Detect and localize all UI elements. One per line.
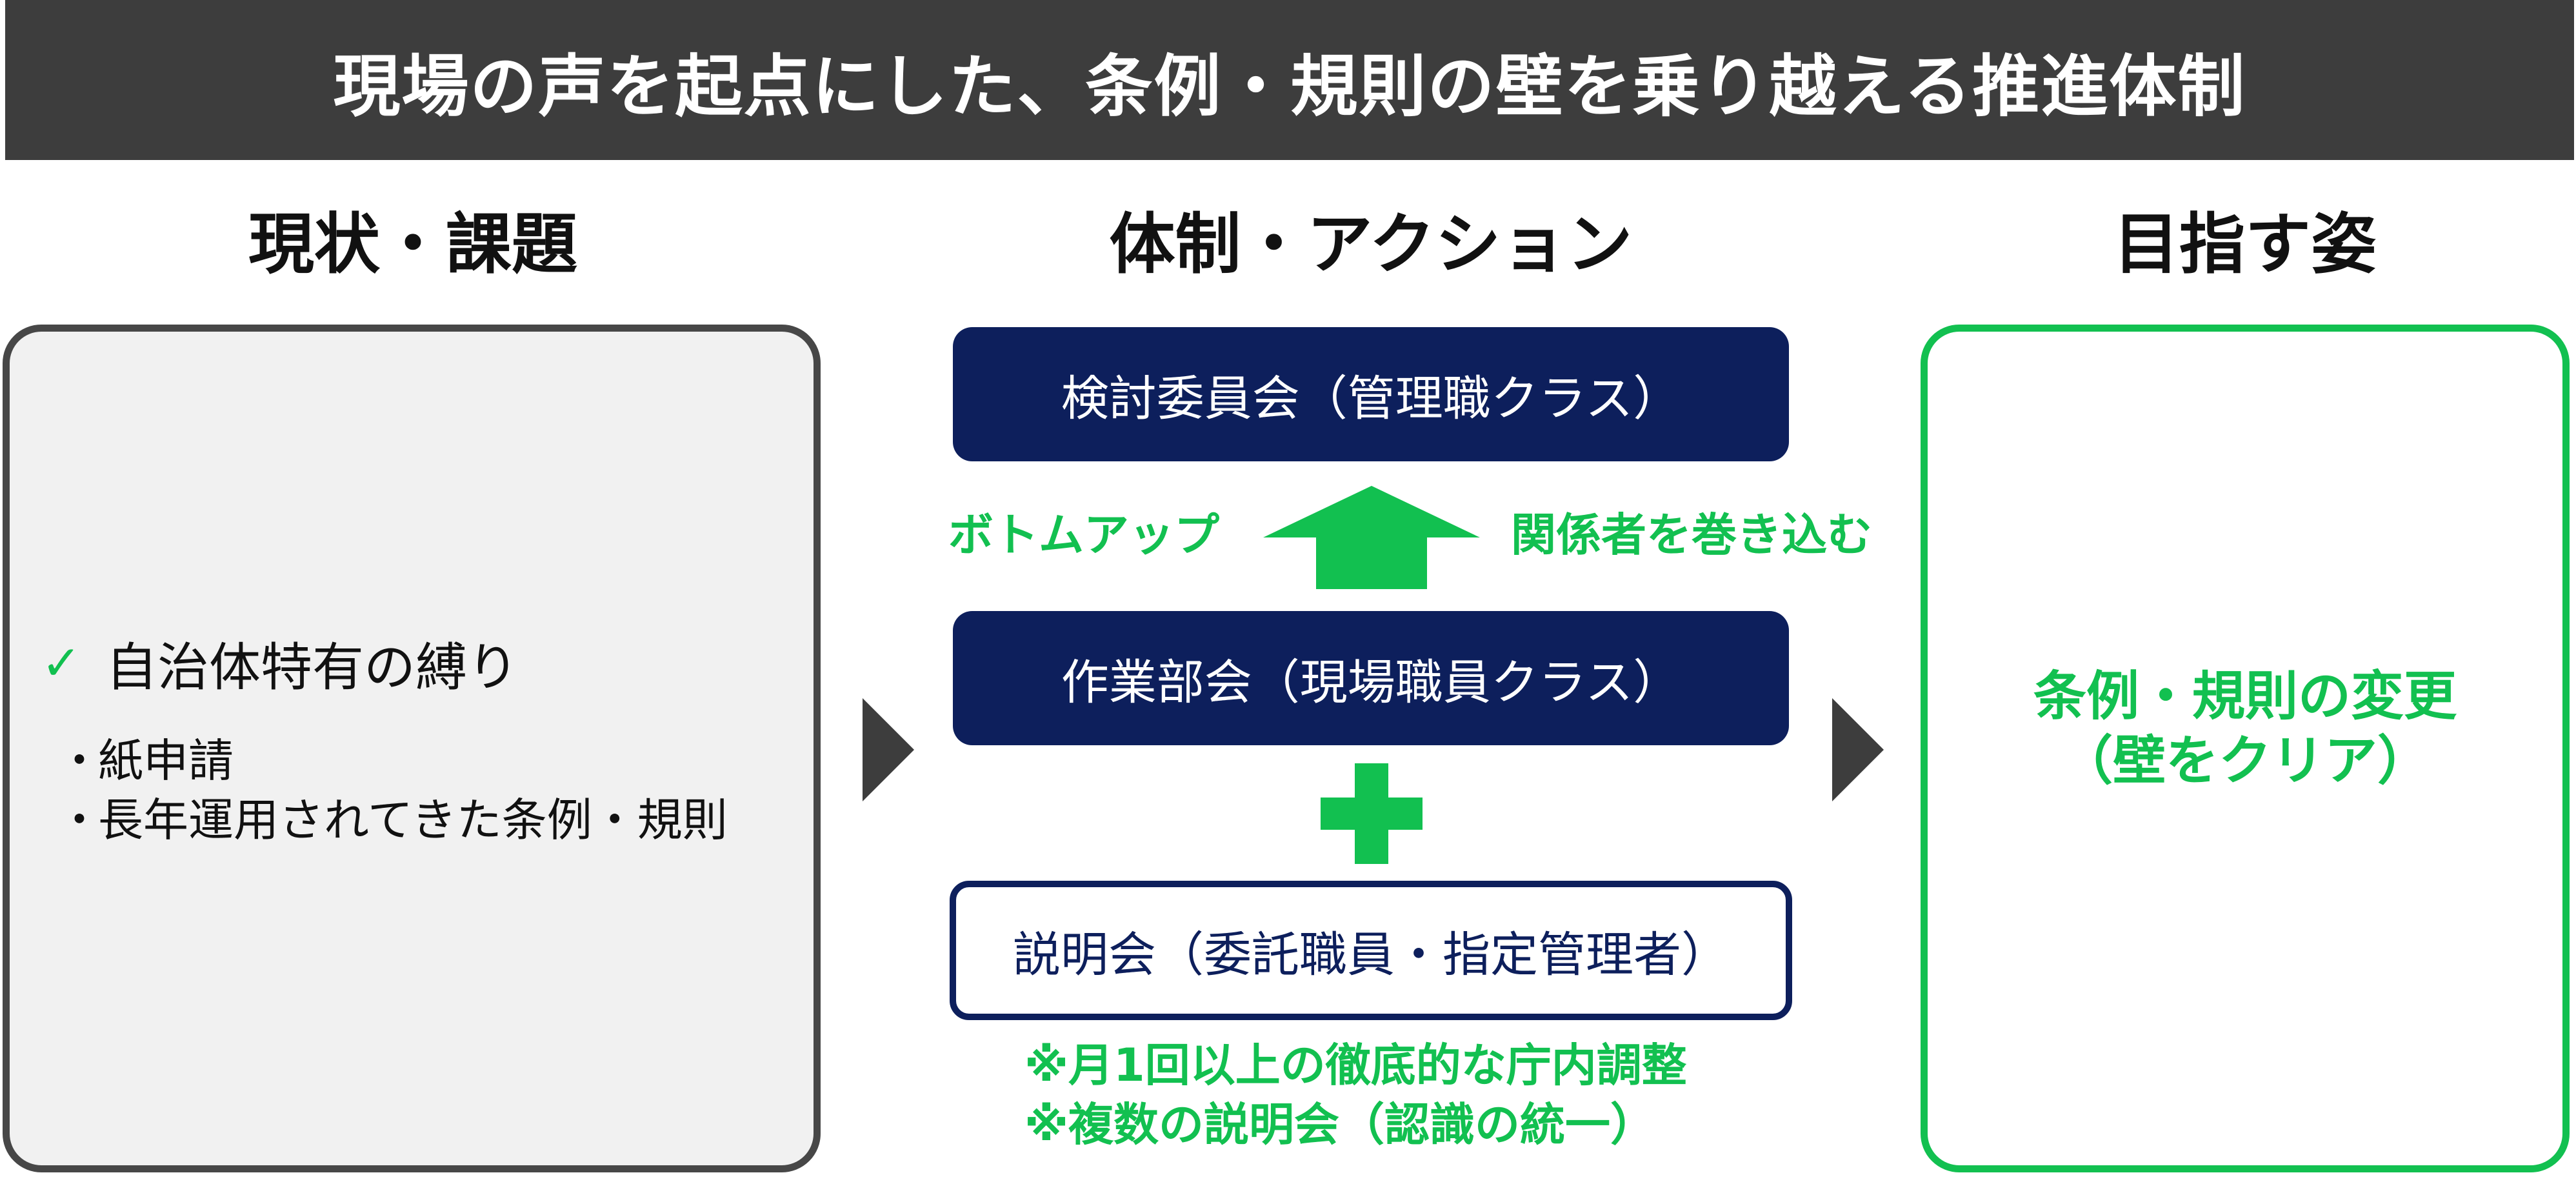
goal-panel: [1921, 325, 2570, 1172]
list-item: ・ 紙申請: [57, 731, 728, 790]
bullet-marker: ・: [57, 794, 102, 847]
column-heading-current: 現状・課題: [248, 206, 577, 283]
notes: ※月1回以上の徹底的な庁内調整 ※複数の説明会（認識の統一）: [1024, 1036, 1687, 1154]
involve-stakeholders-label: 関係者を巻き込む: [1511, 508, 1872, 561]
note-line: ※月1回以上の徹底的な庁内調整: [1024, 1039, 1687, 1092]
goal-line: （壁をクリア）: [2059, 730, 2430, 792]
goal-text: 条例・規則の変更 （壁をクリア）: [1921, 665, 2570, 794]
check-item: ✓ 自治体特有の縛り: [41, 628, 519, 699]
list-item-label: 紙申請: [98, 734, 234, 787]
issue-bullet-list: ・ 紙申請 ・ 長年運用されてきた条例・規則: [57, 731, 728, 850]
check-item-label: 自治体特有の縛り: [106, 637, 519, 697]
arrow-right-icon: [1832, 698, 1884, 801]
current-issues-panel: [3, 325, 821, 1172]
plus-icon: [1321, 763, 1423, 864]
bullet-marker: ・: [57, 734, 102, 787]
briefing-box: 説明会（委託職員・指定管理者）: [950, 881, 1792, 1020]
working-group-box: 作業部会（現場職員クラス）: [953, 611, 1789, 745]
bottom-up-label: ボトムアップ: [948, 508, 1219, 561]
list-item: ・ 長年運用されてきた条例・規則: [57, 790, 728, 850]
note-line: ※複数の説明会（認識の統一）: [1024, 1098, 1656, 1151]
check-icon: ✓: [41, 636, 82, 691]
column-heading-goal: 目指す姿: [2113, 206, 2377, 283]
arrow-right-icon: [863, 698, 914, 801]
committee-box: 検討委員会（管理職クラス）: [953, 327, 1789, 461]
page-title: 現場の声を起点にした、条例・規則の壁を乗り越える推進体制: [5, 0, 2574, 160]
list-item-label: 長年運用されてきた条例・規則: [98, 794, 728, 847]
arrow-up-icon: [1263, 486, 1480, 589]
goal-line: 条例・規則の変更: [2033, 666, 2457, 727]
column-heading-action: 体制・アクション: [1109, 206, 1633, 283]
